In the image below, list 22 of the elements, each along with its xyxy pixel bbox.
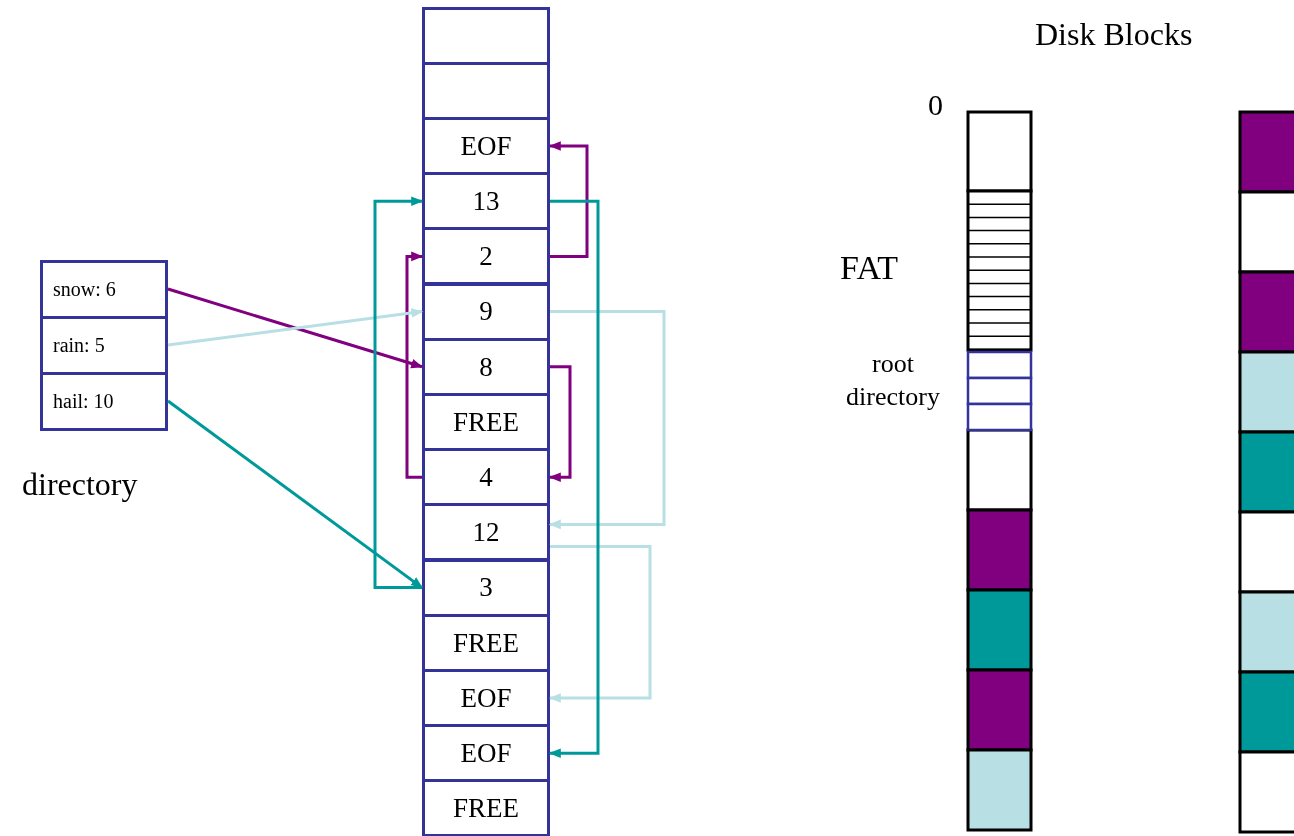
- fat-entry: [422, 227, 550, 286]
- label-text: FAT: [840, 248, 898, 288]
- arrow: [405, 251, 424, 479]
- arrow: [548, 365, 572, 482]
- arrow: [548, 310, 666, 530]
- label-text: directory: [22, 465, 138, 504]
- arrow: [548, 199, 600, 758]
- directory-entry: [40, 259, 168, 319]
- label-text: Disk Blocks: [1035, 15, 1193, 54]
- arrow: [373, 196, 424, 590]
- arrow: [167, 399, 423, 589]
- label-text: root directory: [845, 348, 941, 413]
- label-text: 0: [928, 87, 943, 123]
- fat-entry: [422, 282, 550, 341]
- fat-entry: [422, 779, 550, 836]
- arrow: [548, 544, 652, 703]
- fat-entry: [422, 558, 550, 617]
- arrow: [167, 308, 424, 347]
- arrow: [548, 141, 589, 258]
- fat-entry: [422, 6, 550, 65]
- arrow: [167, 287, 424, 369]
- fat-entry: [422, 503, 550, 562]
